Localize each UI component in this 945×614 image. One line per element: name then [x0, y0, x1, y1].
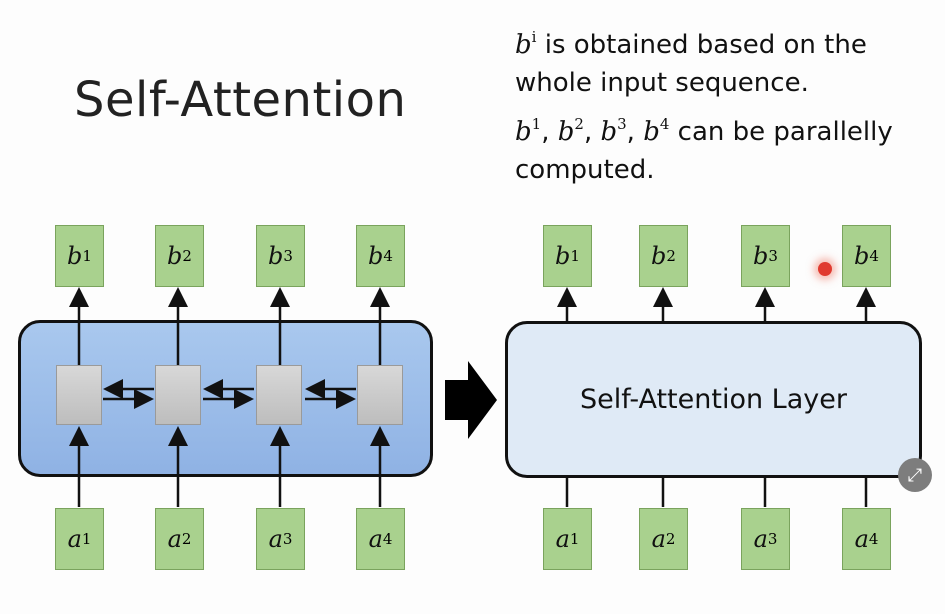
token-var: b	[67, 242, 83, 270]
token-var: a	[167, 525, 182, 553]
token-var: a	[651, 525, 666, 553]
slide-title: Self-Attention	[74, 72, 407, 128]
token-var: b	[854, 242, 870, 270]
token-sup: 1	[82, 247, 92, 265]
token-var: a	[268, 525, 283, 553]
layer-label: Self-Attention Layer	[580, 384, 847, 415]
token-var: a	[854, 525, 869, 553]
token-var: a	[67, 525, 82, 553]
expand-icon[interactable]: ⤢	[898, 458, 932, 492]
token-var: b	[368, 242, 384, 270]
token-var: b	[268, 242, 284, 270]
token-sup: 4	[869, 247, 879, 265]
note-text: whole input sequence.	[515, 68, 809, 98]
right-input-lines	[565, 478, 868, 507]
token-var: a	[555, 525, 570, 553]
token-sup: 3	[283, 247, 293, 265]
note-sup: 3	[617, 115, 627, 133]
token-sup: 2	[182, 247, 192, 265]
token-sup: 3	[767, 530, 778, 548]
token-var: b	[167, 242, 183, 270]
token-var: b	[651, 242, 667, 270]
token-sup: 4	[383, 247, 393, 265]
token-var: a	[753, 525, 768, 553]
token-var: a	[368, 525, 383, 553]
note-text: computed.	[515, 155, 655, 185]
laser-pointer-dot	[818, 262, 832, 276]
token-sup: 4	[382, 530, 393, 548]
note-var: b	[557, 117, 575, 147]
note-bi-obtained: bi is obtained based on the whole input …	[515, 18, 867, 102]
token-sup: 3	[282, 530, 293, 548]
note-var: b	[643, 117, 660, 147]
note-sup: i	[531, 28, 537, 46]
rnn-cell	[155, 365, 201, 425]
note-sup: 1	[531, 115, 542, 133]
note-sup: 4	[659, 115, 670, 133]
note-var: b	[515, 30, 532, 60]
rnn-cell	[56, 365, 102, 425]
right-output-arrows	[557, 287, 876, 321]
token-sup: 3	[768, 247, 778, 265]
token-sup: 1	[570, 247, 580, 265]
token-sup: 2	[665, 530, 676, 548]
token-var: b	[555, 242, 571, 270]
rnn-cell	[357, 365, 403, 425]
note-text: is obtained based on the	[536, 30, 867, 60]
self-attention-layer: Self-Attention Layer	[505, 321, 922, 478]
token-sup: 2	[666, 247, 676, 265]
token-var: b	[753, 242, 769, 270]
note-parallel: b1, b2, b3, b4 can be parallelly compute…	[515, 115, 893, 185]
note-text: can be parallelly	[669, 117, 893, 147]
token-sup: 4	[868, 530, 879, 548]
note-var: b	[600, 117, 618, 147]
token-sup: 1	[81, 530, 92, 548]
token-sup: 2	[181, 530, 192, 548]
rnn-cell	[256, 365, 302, 425]
note-var: b	[515, 117, 532, 147]
note-sup: 2	[574, 115, 584, 133]
token-sup: 1	[569, 530, 580, 548]
